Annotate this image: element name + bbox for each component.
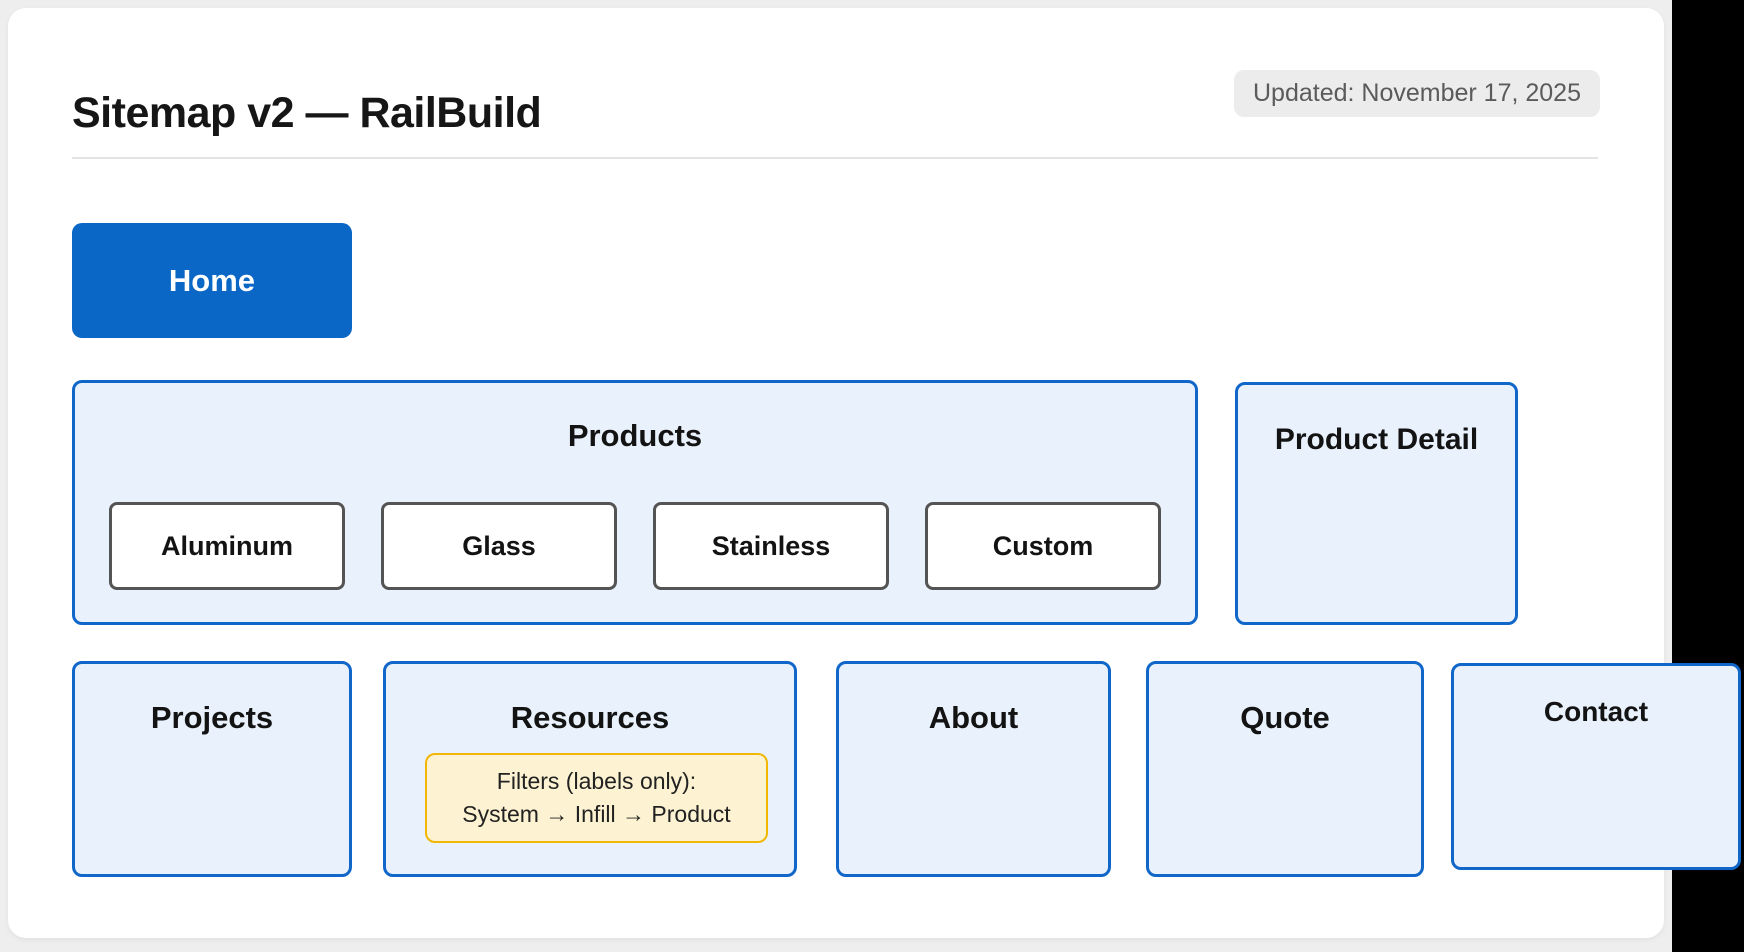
node-projects-label: Projects	[150, 700, 274, 735]
resources-filters-note: Filters (labels only): System → Infill →…	[425, 753, 768, 843]
node-products-label: Products	[567, 418, 703, 453]
node-custom-label: Custom	[992, 530, 1094, 561]
node-projects[interactable]: Projects	[72, 661, 352, 877]
node-resources-label: Resources	[510, 700, 670, 735]
node-stainless-label: Stainless	[711, 530, 831, 561]
note-line-1: Filters (labels only):	[496, 768, 697, 794]
note-line-2: System → Infill → Product	[462, 801, 731, 827]
node-contact-label: Contact	[1543, 696, 1649, 727]
node-about-label: About	[928, 700, 1019, 735]
node-home-label: Home	[168, 262, 256, 298]
node-aluminum-label: Aluminum	[161, 530, 293, 561]
node-stainless[interactable]: Stainless	[653, 502, 889, 590]
products-children-row: Aluminum Glass Stainless Custom	[109, 502, 1161, 590]
sitemap-card: Sitemap v2 — RailBuild Updated: November…	[8, 8, 1741, 938]
node-custom[interactable]: Custom	[925, 502, 1161, 590]
node-product-detail[interactable]: Product Detail	[1235, 382, 1518, 625]
node-about[interactable]: About	[836, 661, 1111, 877]
node-glass[interactable]: Glass	[381, 502, 617, 590]
node-aluminum[interactable]: Aluminum	[109, 502, 345, 590]
node-quote-label: Quote	[1240, 700, 1330, 735]
node-home[interactable]: Home	[72, 223, 352, 338]
node-glass-label: Glass	[462, 530, 536, 561]
node-quote[interactable]: Quote	[1146, 661, 1424, 877]
updated-badge: Updated: November 17, 2025	[1234, 70, 1600, 117]
node-products[interactable]: Products Aluminum Glass Stainless Custom	[72, 380, 1198, 625]
node-resources[interactable]: Resources Filters (labels only): System …	[383, 661, 797, 877]
header-divider	[72, 157, 1598, 159]
page-title: Sitemap v2 — RailBuild	[72, 88, 542, 137]
node-product-detail-label: Product Detail	[1274, 423, 1479, 456]
node-contact[interactable]: Contact	[1451, 663, 1741, 870]
